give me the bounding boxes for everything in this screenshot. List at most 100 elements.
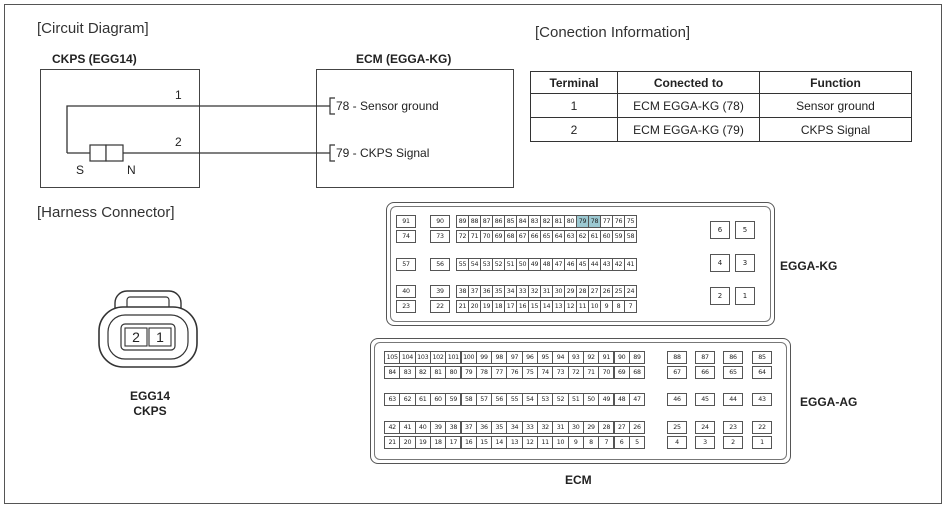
pin-cell: 30 bbox=[567, 421, 584, 434]
pin-cell: 7 bbox=[624, 300, 637, 313]
connected-to-cell: ECM EGGA-KG (78) bbox=[617, 93, 760, 118]
pin-cell: 66 bbox=[695, 366, 715, 379]
pin-cell: 6 bbox=[613, 436, 630, 449]
pin-cell: 41 bbox=[624, 258, 637, 271]
pin-cell: 10 bbox=[552, 436, 569, 449]
connector-id-label: EGG14 bbox=[129, 389, 171, 403]
pin-cell: 86 bbox=[723, 351, 743, 364]
pin-cell: 26 bbox=[628, 421, 646, 434]
pin-cell: 100 bbox=[460, 351, 477, 364]
sensor-box bbox=[40, 69, 200, 188]
pin-cell: 45 bbox=[695, 393, 715, 406]
pin-cell: 33 bbox=[516, 285, 529, 298]
pin-cell: 77 bbox=[491, 366, 508, 379]
pole-n-label: N bbox=[127, 163, 136, 177]
egga-ag-connector-outer bbox=[370, 338, 791, 464]
pin-cell: 53 bbox=[480, 258, 493, 271]
table-row: 2 ECM EGGA-KG (79) CKPS Signal bbox=[530, 117, 912, 142]
pin-cell: 47 bbox=[628, 393, 646, 406]
pin-cell: 16 bbox=[460, 436, 477, 449]
pin-cell: 1 bbox=[735, 287, 755, 305]
pin-cell: 104 bbox=[399, 351, 416, 364]
header-terminal: Terminal bbox=[530, 71, 618, 94]
pin-cell: 62 bbox=[399, 393, 416, 406]
pin-cell: 64 bbox=[752, 366, 772, 379]
pin-cell: 8 bbox=[582, 436, 600, 449]
pin-cell: 70 bbox=[598, 366, 615, 379]
pin-cell: 1 bbox=[752, 436, 772, 449]
terminal-cell: 1 bbox=[530, 93, 618, 118]
pin-cell: 11 bbox=[537, 436, 554, 449]
pin-cell: 39 bbox=[430, 285, 450, 298]
pin-cell: 59 bbox=[445, 393, 462, 406]
pin-cell: 61 bbox=[414, 393, 431, 406]
pin-cell: 83 bbox=[528, 215, 541, 228]
ecm-pin-79-label: 79 - CKPS Signal bbox=[336, 146, 430, 160]
pin-cell: 51 bbox=[567, 393, 584, 406]
header-connected-to: Conected to bbox=[617, 71, 760, 94]
sensor-magnet-n bbox=[105, 144, 124, 162]
pin-cell: 55 bbox=[506, 393, 523, 406]
pin-cell: 90 bbox=[613, 351, 630, 364]
egga-kg-connector-outer bbox=[386, 202, 775, 326]
pin-cell: 5 bbox=[735, 221, 755, 239]
pin-cell: 68 bbox=[628, 366, 646, 379]
pin-cell: 102 bbox=[429, 351, 447, 364]
pin-cell: 67 bbox=[667, 366, 687, 379]
ecm-pin-78-bracket bbox=[329, 97, 335, 115]
pin-cell: 78 bbox=[588, 215, 601, 228]
pin-cell: 3 bbox=[735, 254, 755, 272]
pin-cell: 24 bbox=[695, 421, 715, 434]
pin-cell: 17 bbox=[445, 436, 462, 449]
pin-cell: 23 bbox=[723, 421, 743, 434]
ecm-pin-79-bracket bbox=[329, 144, 335, 162]
pin-cell: 105 bbox=[384, 351, 401, 364]
pin-cell: 74 bbox=[396, 230, 416, 243]
pin-cell: 75 bbox=[624, 215, 637, 228]
connected-to-cell: ECM EGGA-KG (79) bbox=[617, 117, 760, 142]
pin-cell: 98 bbox=[491, 351, 508, 364]
egga-kg-label: EGGA-KG bbox=[780, 259, 838, 273]
function-cell: Sensor ground bbox=[759, 93, 912, 118]
pin-cell: 78 bbox=[475, 366, 493, 379]
ecm-box bbox=[316, 69, 514, 188]
pin-cell: 3 bbox=[695, 436, 715, 449]
egga-ag-connector-inner bbox=[374, 342, 787, 460]
pin-cell: 86 bbox=[492, 215, 505, 228]
pin-cell: 39 bbox=[429, 421, 447, 434]
ecm-pin-78-label: 78 - Sensor ground bbox=[336, 99, 439, 113]
pin-cell: 103 bbox=[414, 351, 431, 364]
pin-cell: 36 bbox=[475, 421, 493, 434]
pin-cell: 56 bbox=[491, 393, 508, 406]
header-function: Function bbox=[759, 71, 912, 94]
pin-cell: 14 bbox=[540, 300, 553, 313]
pin-cell: 5 bbox=[628, 436, 646, 449]
egga-ag-label: EGGA-AG bbox=[800, 395, 858, 409]
pin-cell: 42 bbox=[384, 421, 401, 434]
pin-cell: 20 bbox=[468, 300, 481, 313]
pin-cell: 91 bbox=[396, 215, 416, 228]
pin-cell: 84 bbox=[384, 366, 401, 379]
pin-cell: 31 bbox=[552, 421, 569, 434]
pin-cell: 93 bbox=[567, 351, 584, 364]
pin-cell: 79 bbox=[460, 366, 477, 379]
wire-1 bbox=[66, 105, 330, 153]
pin-cell: 18 bbox=[429, 436, 447, 449]
pin-cell: 15 bbox=[475, 436, 493, 449]
pin-cell: 27 bbox=[613, 421, 630, 434]
pin-cell: 49 bbox=[598, 393, 615, 406]
pin-cell: 12 bbox=[521, 436, 538, 449]
pin-cell: 58 bbox=[460, 393, 477, 406]
ckps-connector-icon bbox=[98, 290, 198, 368]
harness-connector-heading: [Harness Connector] bbox=[37, 204, 175, 221]
pin-cell: 81 bbox=[429, 366, 447, 379]
pin-cell: 2 bbox=[723, 436, 743, 449]
pin-cell: 65 bbox=[723, 366, 743, 379]
pin-cell: 30 bbox=[552, 285, 565, 298]
pin-cell: 22 bbox=[752, 421, 772, 434]
pin-cell: 32 bbox=[537, 421, 554, 434]
pin-cell: 82 bbox=[414, 366, 431, 379]
function-cell: CKPS Signal bbox=[759, 117, 912, 142]
pin-cell: 56 bbox=[430, 258, 450, 271]
table-header-row: Terminal Conected to Function bbox=[530, 71, 912, 94]
